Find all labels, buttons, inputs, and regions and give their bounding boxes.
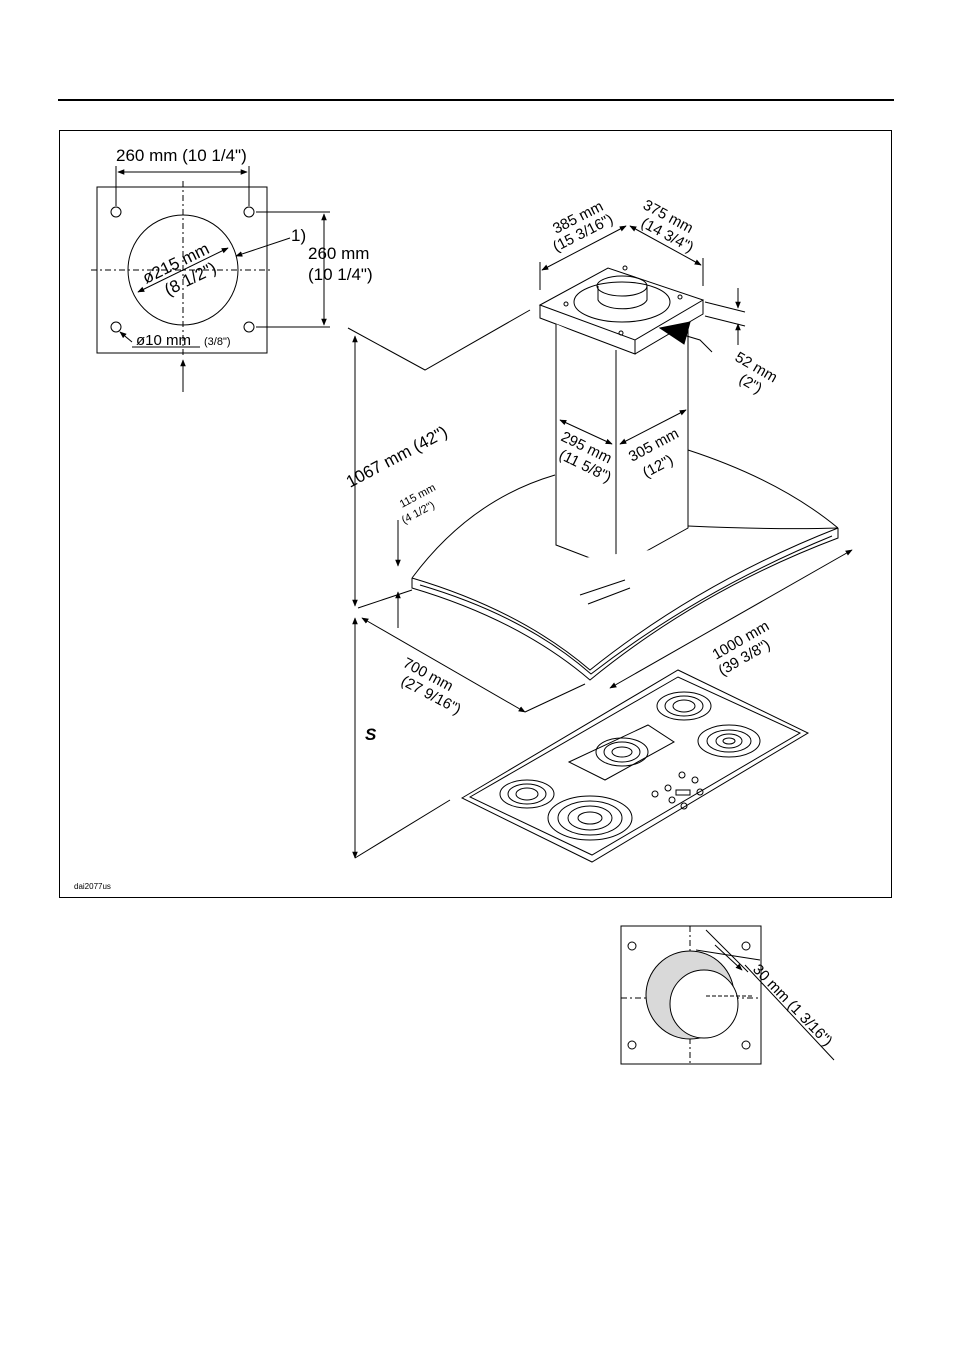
canopy-depth-ext: [525, 684, 585, 712]
callout-number: 1): [291, 226, 306, 245]
total-height-label: 1067 mm (42"): [343, 422, 451, 491]
hole-diameter-label-in: (3/8"): [204, 336, 231, 348]
canopy-ext: [358, 590, 412, 608]
clearance-ext: [355, 800, 450, 858]
offset-shifted-circle: [670, 970, 738, 1038]
plate-height-label-mm: 260 mm: [308, 244, 369, 263]
cooktop: [462, 670, 808, 862]
thickness-ext-bottom: [705, 316, 745, 326]
figure-code: dai2077us: [74, 882, 111, 891]
offset-plate: [621, 926, 834, 1064]
thickness-ext-top: [705, 302, 745, 312]
offset-label: 30 mm (1 3/16"): [749, 961, 836, 1050]
cooktop-outline: [462, 670, 808, 862]
plate-height-label-in: (10 1/4"): [308, 265, 373, 284]
plate-leader: [348, 310, 530, 370]
canopy-back-right: [688, 450, 838, 528]
clearance-symbol: S: [365, 725, 377, 744]
canopy-right-rim: [688, 526, 838, 529]
top-plate-screw-1: [623, 266, 627, 270]
plate-width-label: 260 mm (10 1/4"): [116, 146, 247, 165]
hole-diameter-label-mm: ø10 mm: [136, 332, 191, 349]
